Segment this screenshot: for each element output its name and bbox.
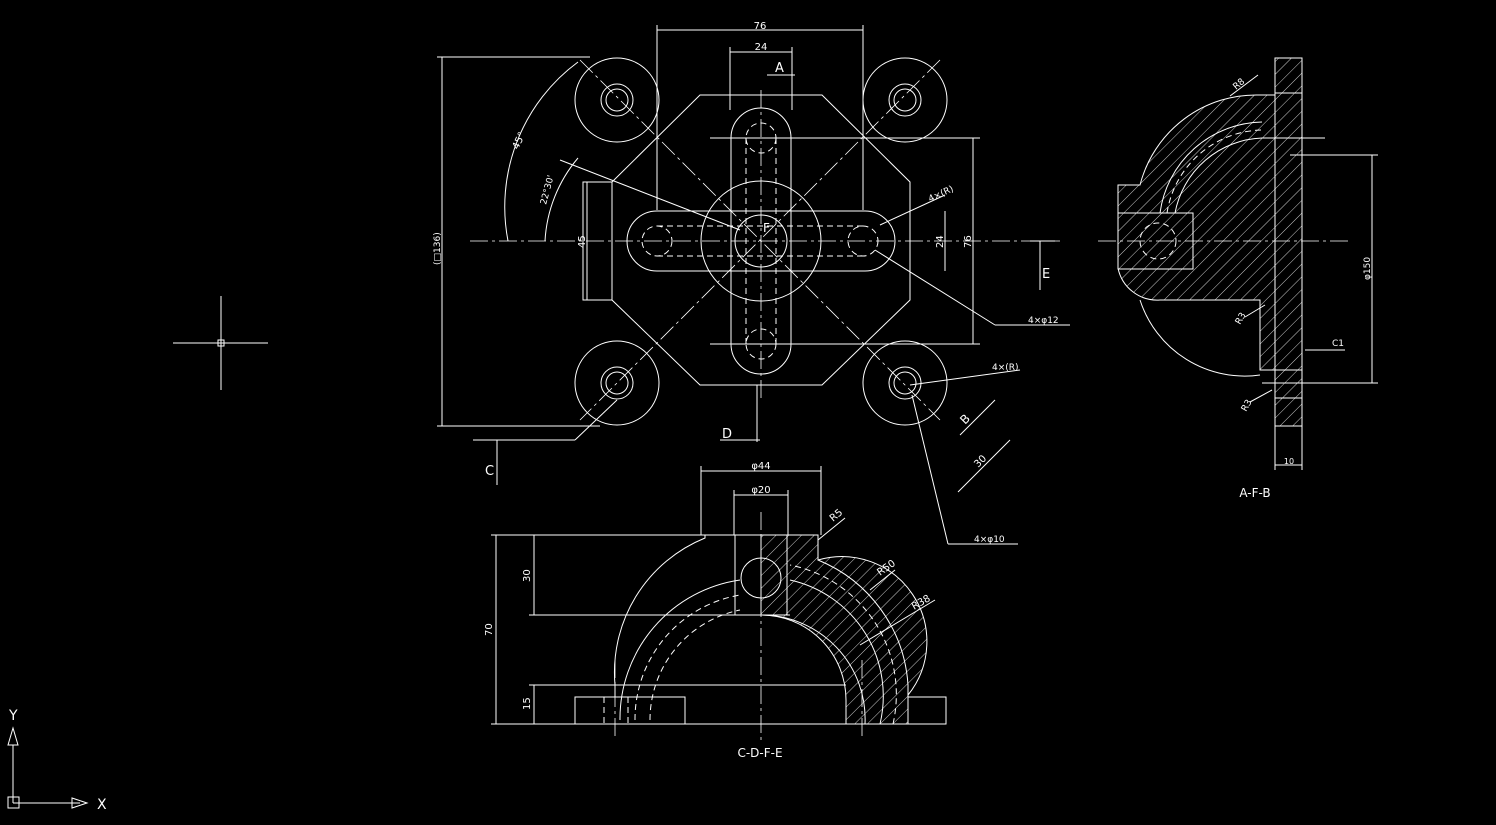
plan-view: 76 24 A 45° 22°30' (□136) 45 F 4×(R) 24 … xyxy=(433,21,1070,545)
section-label-c: C xyxy=(485,464,494,479)
dim-10: 10 xyxy=(1284,457,1294,466)
dim-r3-upper: R3 xyxy=(1234,311,1249,326)
dim-4x10: 4×φ10 xyxy=(974,535,1005,545)
dim-phi150: φ150 xyxy=(1363,257,1373,280)
dim-4r-bottom: 4×(R) xyxy=(992,363,1019,373)
dim-30-front: 30 xyxy=(522,569,533,582)
dim-4x12: 4×φ12 xyxy=(1028,316,1059,326)
dim-r8: R8 xyxy=(1232,77,1248,93)
dim-30: 30 xyxy=(972,453,989,470)
section-label-d: D xyxy=(722,427,732,442)
dim-136-square: (□136) xyxy=(433,232,443,265)
dim-45-left: 45 xyxy=(577,235,588,248)
dim-phi20: φ20 xyxy=(751,485,770,496)
dim-phi44: φ44 xyxy=(751,461,770,472)
ucs-y-label: Y xyxy=(8,708,18,724)
dim-24-right: 24 xyxy=(935,235,946,248)
section-label-e: E xyxy=(1042,267,1050,282)
side-section-view: R8 φ150 R3 C1 R3 10 A-F-B xyxy=(1098,57,1378,500)
dim-70: 70 xyxy=(484,623,495,636)
view-title-c-d-f-e: C-D-F-E xyxy=(737,746,782,760)
crosshair-cursor-icon xyxy=(173,296,268,390)
section-label-a: A xyxy=(775,61,784,76)
dim-22-30-angle: 22°30' xyxy=(539,174,556,205)
front-section-view: φ44 φ20 R5 R50 R38 30 70 15 C-D-F-E xyxy=(484,461,947,760)
dim-76-right: 76 xyxy=(963,235,974,248)
dim-76-top: 76 xyxy=(754,21,767,32)
dim-15: 15 xyxy=(522,697,533,710)
dim-24-top: 24 xyxy=(755,42,768,53)
point-label-f: F xyxy=(763,221,770,235)
dim-4r-top: 4×(R) xyxy=(927,184,955,204)
dim-45-angle: 45° xyxy=(511,131,528,152)
ucs-x-label: X xyxy=(97,797,107,813)
dim-r5: R5 xyxy=(828,507,845,524)
ucs-axis-icon: Y X xyxy=(7,708,107,813)
dim-c1: C1 xyxy=(1332,339,1344,349)
view-title-a-f-b: A-F-B xyxy=(1239,486,1270,500)
